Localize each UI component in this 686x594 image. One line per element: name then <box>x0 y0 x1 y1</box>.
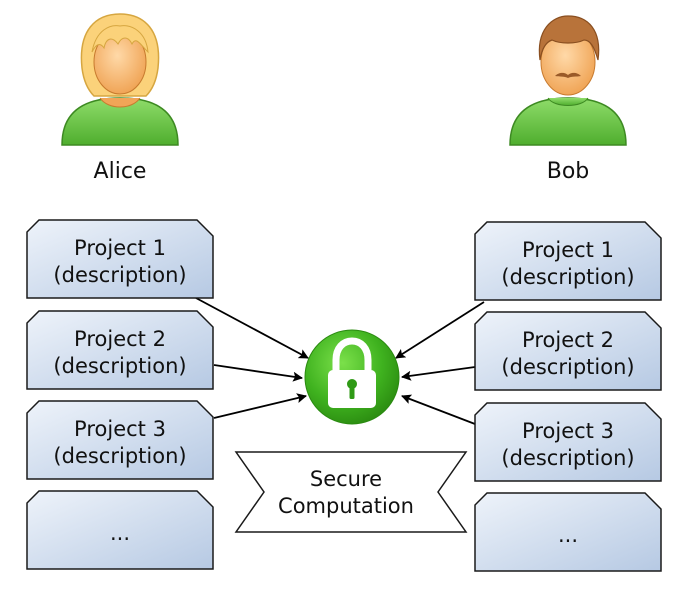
alice-project-3: Project 3 (description) <box>26 400 214 480</box>
bob-project-1-title: Project 1 <box>522 238 614 262</box>
bob-name: Bob <box>547 159 590 184</box>
alice-project-2: Project 2 (description) <box>26 310 214 390</box>
bob-project-3: Project 3 (description) <box>474 402 662 482</box>
alice-project-3-title: Project 3 <box>74 417 166 441</box>
bob-projects: Project 1 (description) Project 2 (descr… <box>474 221 662 572</box>
padlock-icon <box>304 329 400 425</box>
bob-arrows <box>395 301 485 425</box>
alice-project-1-desc: (description) <box>53 263 186 287</box>
bob-project-2-desc: (description) <box>501 355 634 379</box>
secure-computation-banner: Secure Computation <box>234 451 468 533</box>
bob-avatar: Bob <box>509 15 627 184</box>
alice-project-more: ... <box>26 490 214 570</box>
arrow-alice-p2 <box>213 364 303 382</box>
alice-project-3-desc: (description) <box>53 444 186 468</box>
alice-avatar: Alice <box>61 13 179 184</box>
bob-project-more: ... <box>474 492 662 572</box>
arrow-bob-p2 <box>401 366 476 381</box>
alice-project-2-title: Project 2 <box>74 327 166 351</box>
banner-line1: Secure <box>310 467 382 491</box>
arrow-bob-p1 <box>395 301 485 359</box>
bob-project-1: Project 1 (description) <box>474 221 662 301</box>
bob-project-3-title: Project 3 <box>522 419 614 443</box>
alice-name: Alice <box>94 159 147 184</box>
banner-line2: Computation <box>278 494 414 518</box>
alice-arrows <box>195 297 309 419</box>
alice-projects: Project 1 (description) Project 2 (descr… <box>26 219 214 570</box>
alice-project-more-label: ... <box>110 521 130 545</box>
female-user-icon <box>61 13 179 146</box>
bob-project-1-desc: (description) <box>501 265 634 289</box>
bob-project-more-label: ... <box>558 523 578 547</box>
bob-project-2: Project 2 (description) <box>474 311 662 391</box>
alice-project-2-desc: (description) <box>53 354 186 378</box>
male-user-icon <box>509 15 627 146</box>
bob-project-3-desc: (description) <box>501 446 634 470</box>
arrow-bob-p3 <box>401 394 476 425</box>
alice-project-1: Project 1 (description) <box>26 219 214 299</box>
alice-project-1-title: Project 1 <box>74 236 166 260</box>
arrow-alice-p3 <box>213 393 307 419</box>
bob-project-2-title: Project 2 <box>522 328 614 352</box>
arrow-alice-p1 <box>195 297 309 359</box>
